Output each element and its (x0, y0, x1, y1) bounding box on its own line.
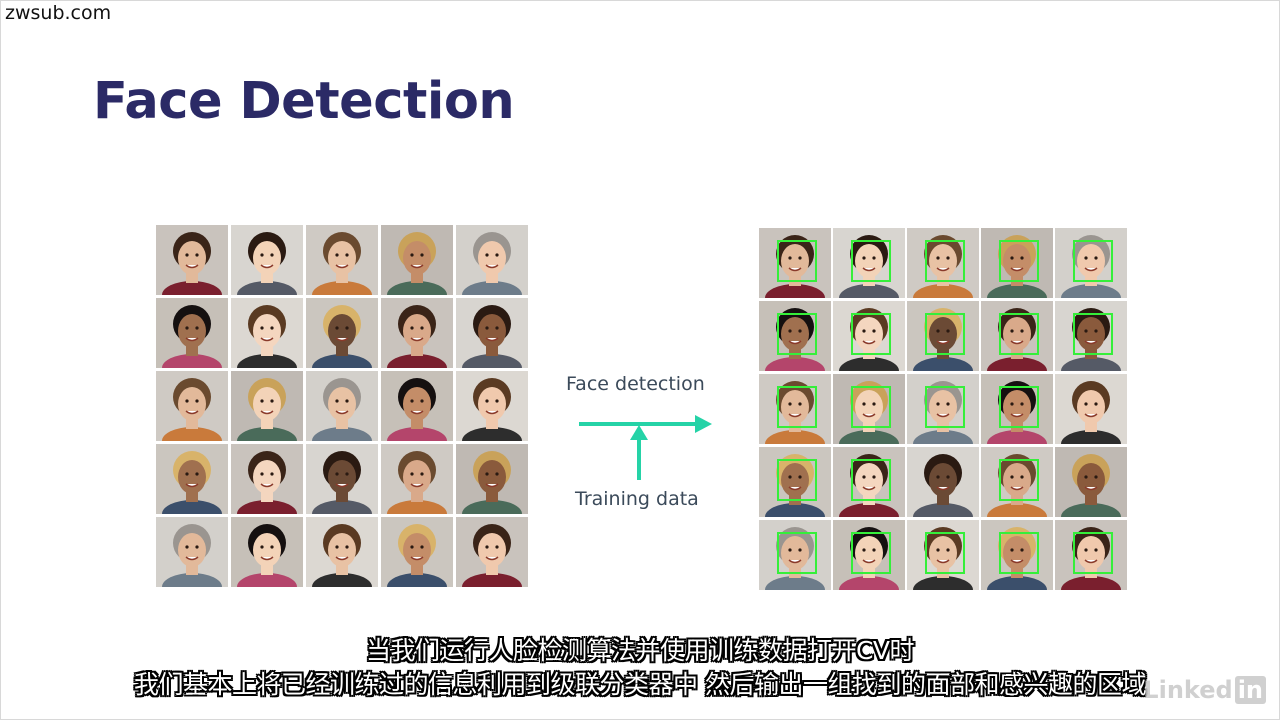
face-tile (381, 517, 453, 587)
face-tile (907, 447, 979, 517)
face-tile (231, 444, 303, 514)
face-tile (907, 228, 979, 298)
face-tile (759, 374, 831, 444)
face-tile (381, 225, 453, 295)
face-detection-label: Face detection (566, 373, 705, 395)
face-tile (306, 225, 378, 295)
detection-box (925, 313, 965, 355)
detection-box (777, 459, 817, 501)
face-tile (1055, 374, 1127, 444)
face-tile (759, 520, 831, 590)
face-tile (833, 520, 905, 590)
face-tile (156, 517, 228, 587)
detection-box (851, 386, 891, 428)
face-tile (981, 374, 1053, 444)
face-tile (981, 520, 1053, 590)
face-tile (759, 447, 831, 517)
detection-box (1073, 240, 1113, 282)
subtitle-line-1: 当我们运行人脸检测算法并使用训练数据打开CV时 (365, 636, 915, 665)
detection-box (851, 532, 891, 574)
face-tile (833, 301, 905, 371)
watermark: zwsub.com (2, 2, 115, 24)
face-tile (306, 444, 378, 514)
face-tile (981, 228, 1053, 298)
flow-arrow-icon (579, 415, 712, 480)
detection-box (777, 313, 817, 355)
face-tile (456, 225, 528, 295)
subtitle-line-2: 我们基本上将已经训练过的信息利用到级联分类器中 然后输出一组找到的面部和感兴趣的… (134, 670, 1146, 699)
detection-box (925, 240, 965, 282)
face-tile (456, 444, 528, 514)
face-tile (381, 371, 453, 441)
face-tile (1055, 520, 1127, 590)
detection-box (925, 386, 965, 428)
face-tile (907, 374, 979, 444)
face-tile (156, 298, 228, 368)
face-tile (759, 301, 831, 371)
detection-box (851, 459, 891, 501)
detection-box (777, 386, 817, 428)
face-tile (981, 447, 1053, 517)
face-tile (833, 374, 905, 444)
face-tile (156, 371, 228, 441)
face-tile (306, 298, 378, 368)
face-tile (456, 517, 528, 587)
detected-face-grid (759, 228, 1127, 590)
face-tile (231, 371, 303, 441)
detection-box (851, 313, 891, 355)
face-tile (833, 228, 905, 298)
face-tile (833, 447, 905, 517)
face-tile (231, 517, 303, 587)
detection-box (999, 459, 1039, 501)
face-tile (381, 444, 453, 514)
detection-box (999, 240, 1039, 282)
detection-box (777, 240, 817, 282)
face-tile (759, 228, 831, 298)
detection-box (1073, 532, 1113, 574)
face-tile (306, 517, 378, 587)
face-tile (456, 298, 528, 368)
detection-box (925, 532, 965, 574)
training-data-label: Training data (575, 488, 699, 510)
face-tile (1055, 228, 1127, 298)
slide-title: Face Detection (93, 72, 515, 131)
face-tile (156, 225, 228, 295)
detection-box (999, 313, 1039, 355)
face-tile (456, 371, 528, 441)
detection-box (999, 386, 1039, 428)
face-tile (306, 371, 378, 441)
face-tile (907, 520, 979, 590)
input-face-grid (156, 225, 528, 587)
face-tile (1055, 447, 1127, 517)
face-tile (1055, 301, 1127, 371)
detection-box (851, 240, 891, 282)
face-tile (231, 298, 303, 368)
detection-box (1073, 313, 1113, 355)
face-tile (981, 301, 1053, 371)
face-tile (231, 225, 303, 295)
face-tile (907, 301, 979, 371)
face-tile (156, 444, 228, 514)
detection-box (777, 532, 817, 574)
face-tile (381, 298, 453, 368)
detection-box (999, 532, 1039, 574)
